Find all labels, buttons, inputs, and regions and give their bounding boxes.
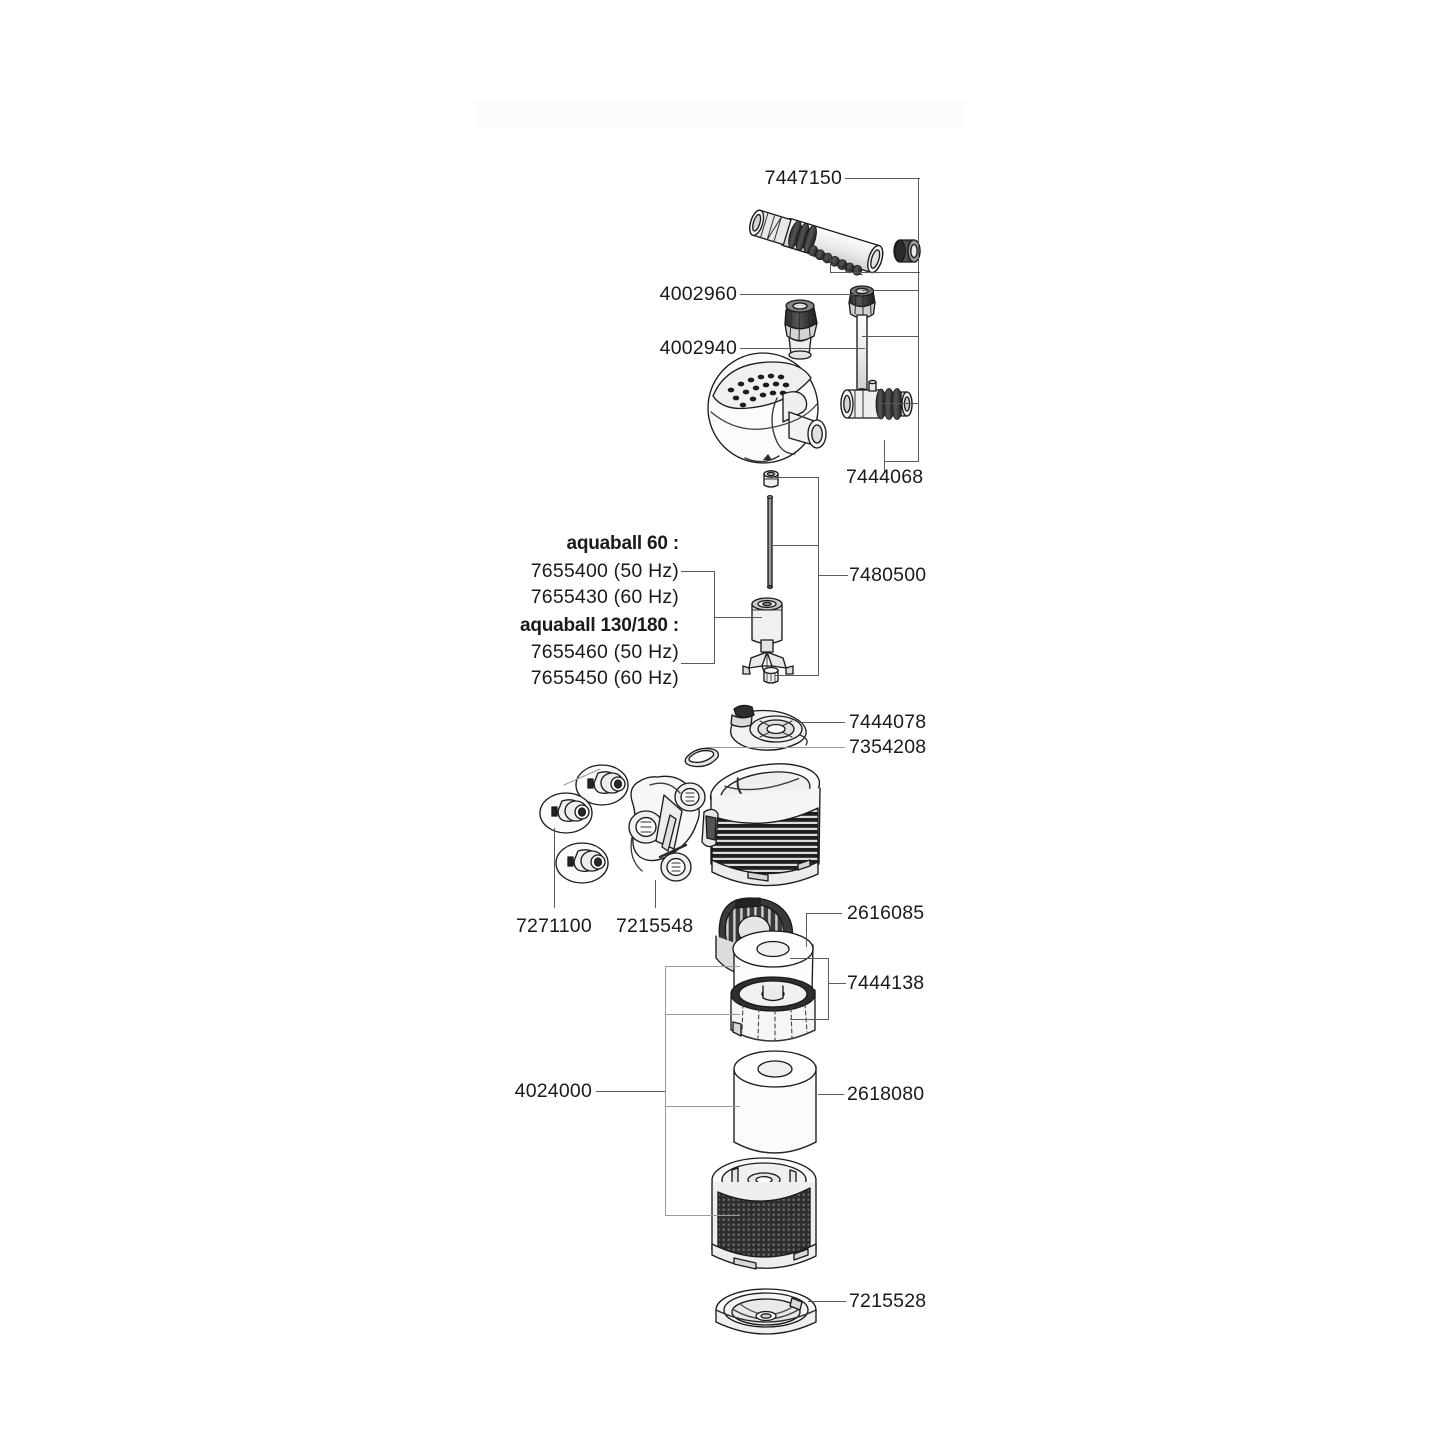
leader-7444068-c (880, 403, 919, 405)
label-2618080: 2618080 (847, 1083, 925, 1105)
leader-4024000-v (665, 966, 667, 1216)
leader-7444138-v (828, 958, 830, 1020)
leader-7480500-t3 (772, 545, 819, 547)
leader-7444138-t2 (790, 1019, 829, 1021)
leader-7447150-tick (830, 272, 920, 274)
label-aquaball-130-180-heading: aquaball 130/180 : (519, 615, 679, 636)
leader-7444068-a (862, 290, 919, 292)
label-7215528: 7215528 (849, 1290, 927, 1312)
label-7447150: 7447150 (764, 167, 842, 189)
leader-7444068-join (884, 461, 919, 463)
label-7215548: 7215548 (616, 915, 694, 937)
leader-7447150-h (845, 178, 920, 180)
trunk-7444068 (918, 272, 920, 462)
leader-4024000-t2 (665, 1014, 740, 1016)
label-7655430: 7655430 (60 Hz) (530, 586, 679, 608)
label-7655460: 7655460 (50 Hz) (530, 641, 679, 663)
leader-4024000-t1 (665, 966, 740, 968)
header-band (475, 100, 965, 128)
leader-4024000-h (596, 1091, 666, 1093)
leader-7447150-stem (830, 255, 832, 273)
leader-7215528 (808, 1301, 846, 1303)
leader-7354208 (706, 747, 845, 749)
leader-7480500-h (818, 575, 848, 577)
label-7271100: 7271100 (516, 915, 592, 937)
leader-7480500-v (818, 477, 820, 676)
leader-4024000-t4 (665, 1215, 740, 1217)
leader-7480500-t2 (775, 675, 819, 677)
label-4002960: 4002960 (659, 283, 737, 305)
leader-4002940 (740, 348, 865, 350)
leader-2618080 (818, 1094, 844, 1096)
leader-7444068-b (862, 336, 919, 338)
label-7354208: 7354208 (849, 736, 927, 758)
label-7444138: 7444138 (847, 972, 925, 994)
label-7444068: 7444068 (846, 466, 924, 488)
leader-7444138-h (828, 983, 846, 985)
label-7444078: 7444078 (849, 711, 927, 733)
leader-motor-v (714, 571, 716, 664)
label-4002940: 4002940 (659, 337, 737, 359)
leader-7215548 (655, 880, 657, 908)
leader-7444138-t1 (790, 958, 829, 960)
label-7655400: 7655400 (50 Hz) (530, 560, 679, 582)
label-4024000: 4024000 (514, 1080, 592, 1102)
leader-7444078 (800, 722, 845, 724)
leader-motor-bot (681, 663, 715, 665)
leader-7444068-drop (884, 440, 886, 472)
label-aquaball-60-heading: aquaball 60 : (566, 533, 680, 554)
leader-2616085-v (806, 913, 808, 947)
leader-motor-top (681, 571, 715, 573)
leader-7271100 (554, 828, 556, 908)
label-2616085: 2616085 (847, 902, 925, 924)
leader-4024000-t3 (665, 1106, 740, 1108)
leader-motor-h (714, 617, 762, 619)
leader-4002960 (740, 294, 865, 296)
leader-7447150-v (918, 178, 920, 273)
leader-7480500-t1 (775, 477, 819, 479)
label-7480500: 7480500 (849, 564, 927, 586)
label-7655450: 7655450 (60 Hz) (530, 667, 679, 689)
leader-2616085-h (806, 913, 842, 915)
